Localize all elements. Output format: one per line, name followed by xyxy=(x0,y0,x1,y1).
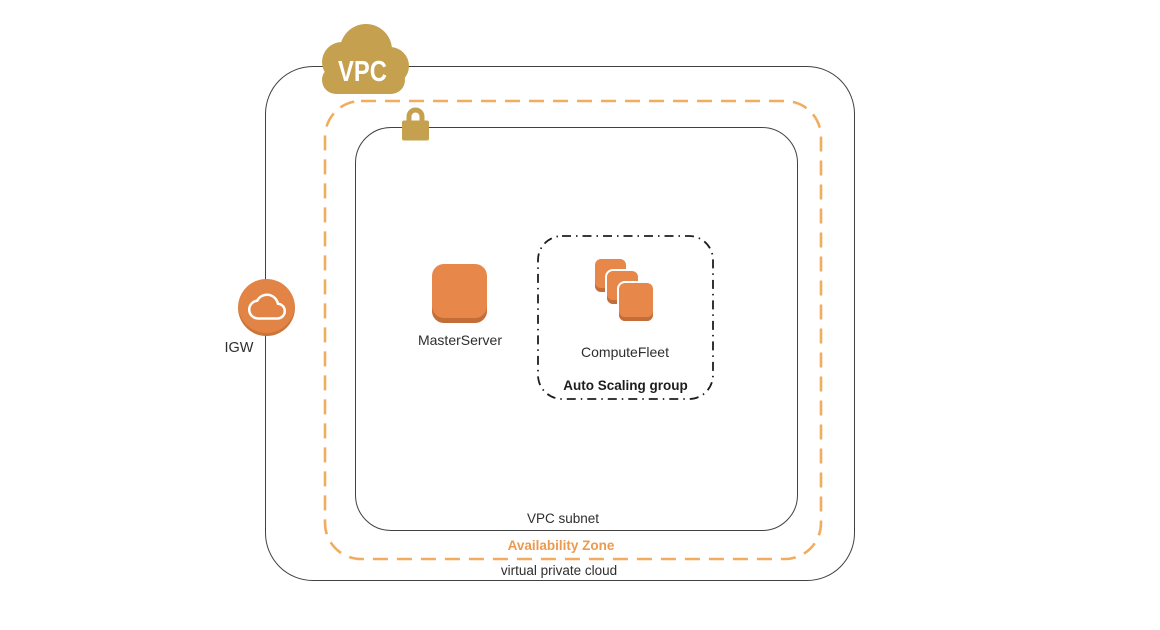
auto-scaling-group-boundary xyxy=(537,235,714,400)
vpc-subnet-boundary-box xyxy=(355,127,798,531)
vpc-subnet-label: VPC subnet xyxy=(526,511,600,526)
lock-icon xyxy=(399,103,432,143)
availability-zone-dashed-border xyxy=(323,99,823,561)
vpc-cloud-icon xyxy=(322,24,409,94)
availability-zone-label: Availability Zone xyxy=(507,538,615,553)
vpc-badge-label: VPC xyxy=(338,56,387,88)
compute-fleet-icon-front xyxy=(619,283,653,321)
igw-label: IGW xyxy=(224,340,254,356)
igw-cloud-glyph xyxy=(247,293,287,320)
virtual-private-cloud-label: virtual private cloud xyxy=(500,563,618,578)
auto-scaling-group-label: Auto Scaling group xyxy=(563,378,688,393)
compute-fleet-label: ComputeFleet xyxy=(581,344,669,360)
auto-scaling-group-dashdot-border xyxy=(537,235,714,400)
master-server-label: MasterServer xyxy=(417,332,503,348)
availability-zone-boundary xyxy=(323,99,823,561)
vpc-badge: VPC xyxy=(314,16,411,96)
master-server-icon xyxy=(432,264,487,323)
igw-icon xyxy=(238,279,295,336)
